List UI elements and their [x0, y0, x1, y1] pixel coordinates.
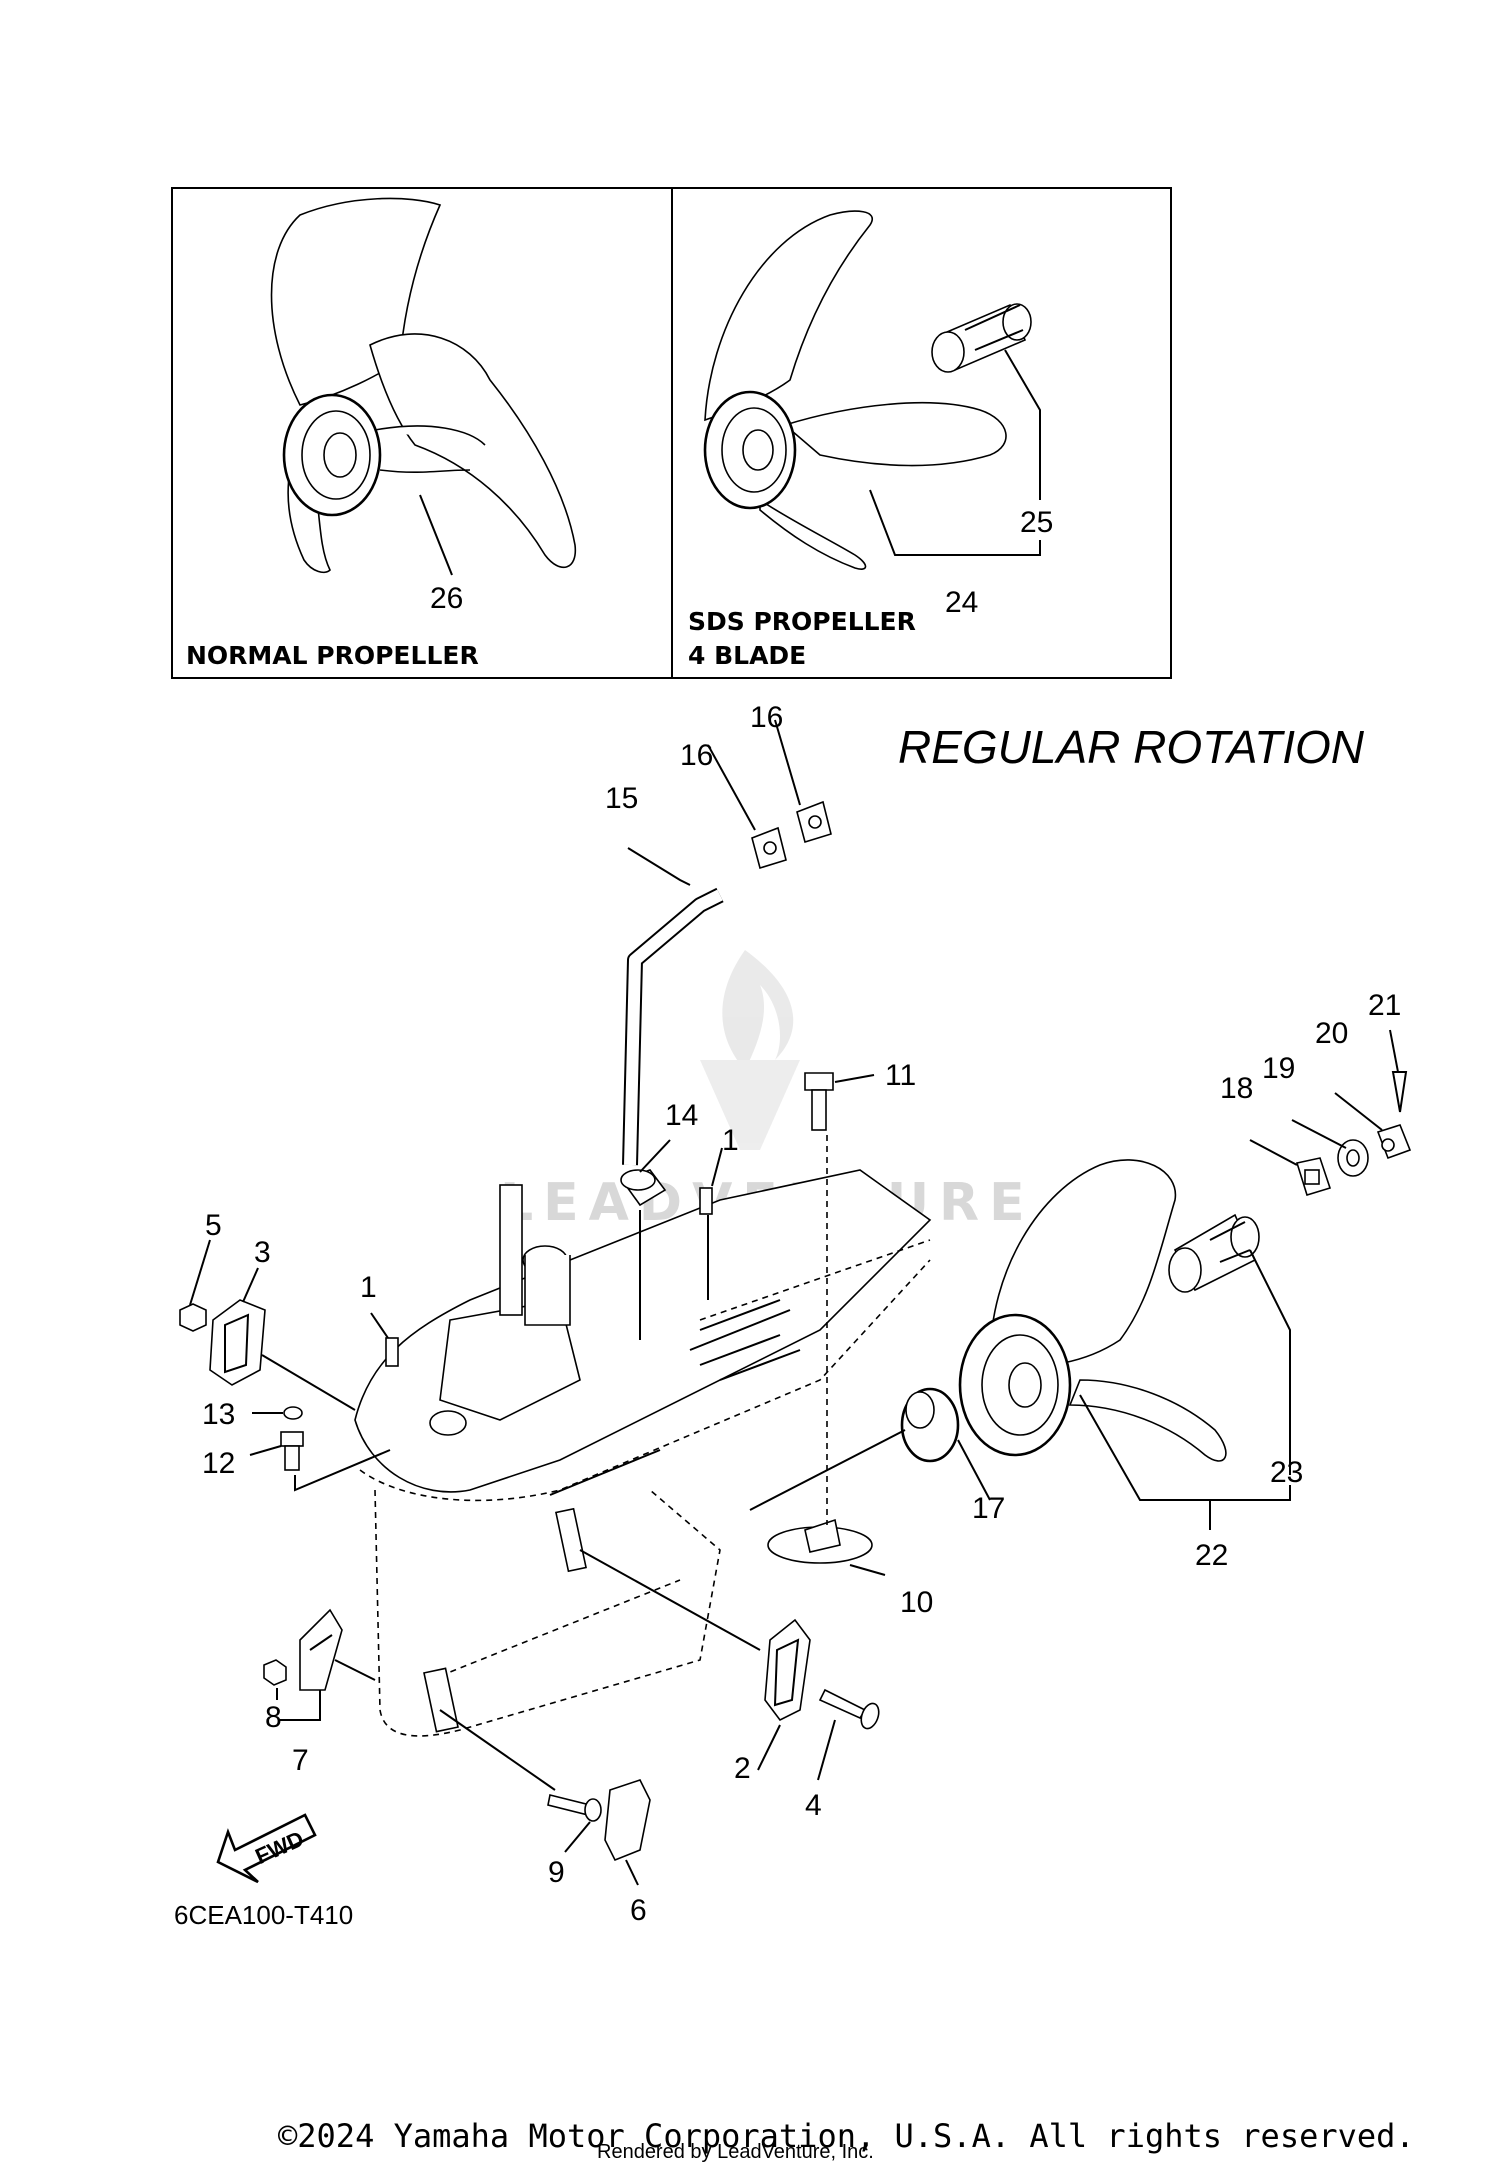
leader-26 [419, 494, 453, 576]
inset-box-sds-propeller [671, 187, 1172, 679]
dowel-pin-1-right [699, 1187, 713, 1215]
leader-24 [869, 489, 1041, 556]
sds-propeller-caption-blade: 4 BLADE [688, 641, 806, 670]
callout-24: 24 [945, 586, 978, 619]
sds-propeller-drawing [703, 210, 1007, 570]
o-ring-13 [283, 1406, 303, 1420]
normal-propeller-caption: NORMAL PROPELLER [186, 641, 479, 670]
washer-19 [1337, 1139, 1369, 1177]
diagram-code: 6CEA100-T410 [174, 1900, 353, 1930]
sds-propeller-caption: SDS PROPELLER [688, 607, 916, 636]
anode-plate-10 [767, 1518, 873, 1564]
grommet-16-a [751, 826, 787, 870]
callout-17: 17 [972, 1492, 1005, 1525]
callout-18: 18 [1220, 1072, 1253, 1105]
callout-25: 25 [1020, 506, 1053, 539]
callout-9: 9 [548, 1856, 565, 1889]
cotter-pin-21 [1391, 1071, 1408, 1113]
callout-21: 21 [1368, 989, 1401, 1022]
callout-7: 7 [292, 1744, 309, 1777]
callout-23: 23 [1270, 1456, 1303, 1489]
callout-2: 2 [734, 1752, 751, 1785]
callout-16a: 16 [680, 739, 713, 772]
callout-1-right: 1 [722, 1124, 739, 1157]
nut-5 [179, 1303, 207, 1332]
bolt-11 [804, 1072, 834, 1131]
thrust-washer-17 [900, 1387, 960, 1463]
callout-8: 8 [265, 1701, 282, 1734]
callout-10: 10 [900, 1586, 933, 1619]
fwd-arrow-icon: FWD [216, 1813, 317, 1884]
grommet-16-b [796, 800, 832, 844]
dowel-pin-1-left [385, 1337, 399, 1367]
callout-3: 3 [254, 1236, 271, 1269]
callout-26: 26 [430, 582, 463, 615]
cover-2 [764, 1618, 811, 1722]
copyright-notice: ©2024 Yamaha Motor Corporation, U.S.A. A… [278, 2117, 1415, 2155]
cover-6 [604, 1779, 651, 1862]
callout-6: 6 [630, 1894, 647, 1927]
normal-propeller-drawing [270, 197, 577, 574]
rendered-by-notice: Rendered by LeadVenture, Inc. [597, 2141, 874, 2163]
grommet-14 [620, 1169, 667, 1207]
propeller-22 [958, 1159, 1227, 1462]
lower-case-drawing [354, 1169, 932, 1737]
callout-5: 5 [205, 1209, 222, 1242]
callout-1-left: 1 [360, 1271, 377, 1304]
damper-insert-23 [1168, 1213, 1260, 1293]
callout-4: 4 [805, 1789, 822, 1822]
leader-25 [1004, 349, 1041, 500]
anode-3 [209, 1299, 266, 1386]
trim-tab-7 [299, 1608, 343, 1691]
diagram-title: REGULAR ROTATION [898, 721, 1365, 773]
callout-19: 19 [1262, 1052, 1295, 1085]
callout-15: 15 [605, 782, 638, 815]
callout-16b: 16 [750, 701, 783, 734]
callout-20: 20 [1315, 1017, 1348, 1050]
spacer-18 [1295, 1157, 1332, 1196]
plug-screw-12 [280, 1431, 304, 1471]
callout-12: 12 [202, 1447, 235, 1480]
nut-8 [263, 1659, 287, 1686]
leader-lines [189, 719, 1399, 1886]
callout-13: 13 [202, 1398, 235, 1431]
sds-damper-insert-drawing [931, 303, 1032, 373]
leadventure-watermark-logo [700, 950, 800, 1150]
callout-14: 14 [665, 1099, 698, 1132]
screw-4 [818, 1688, 880, 1730]
callout-22: 22 [1195, 1539, 1228, 1572]
bolt-9 [547, 1794, 602, 1822]
callout-11: 11 [885, 1059, 916, 1092]
castle-nut-20 [1376, 1124, 1412, 1160]
